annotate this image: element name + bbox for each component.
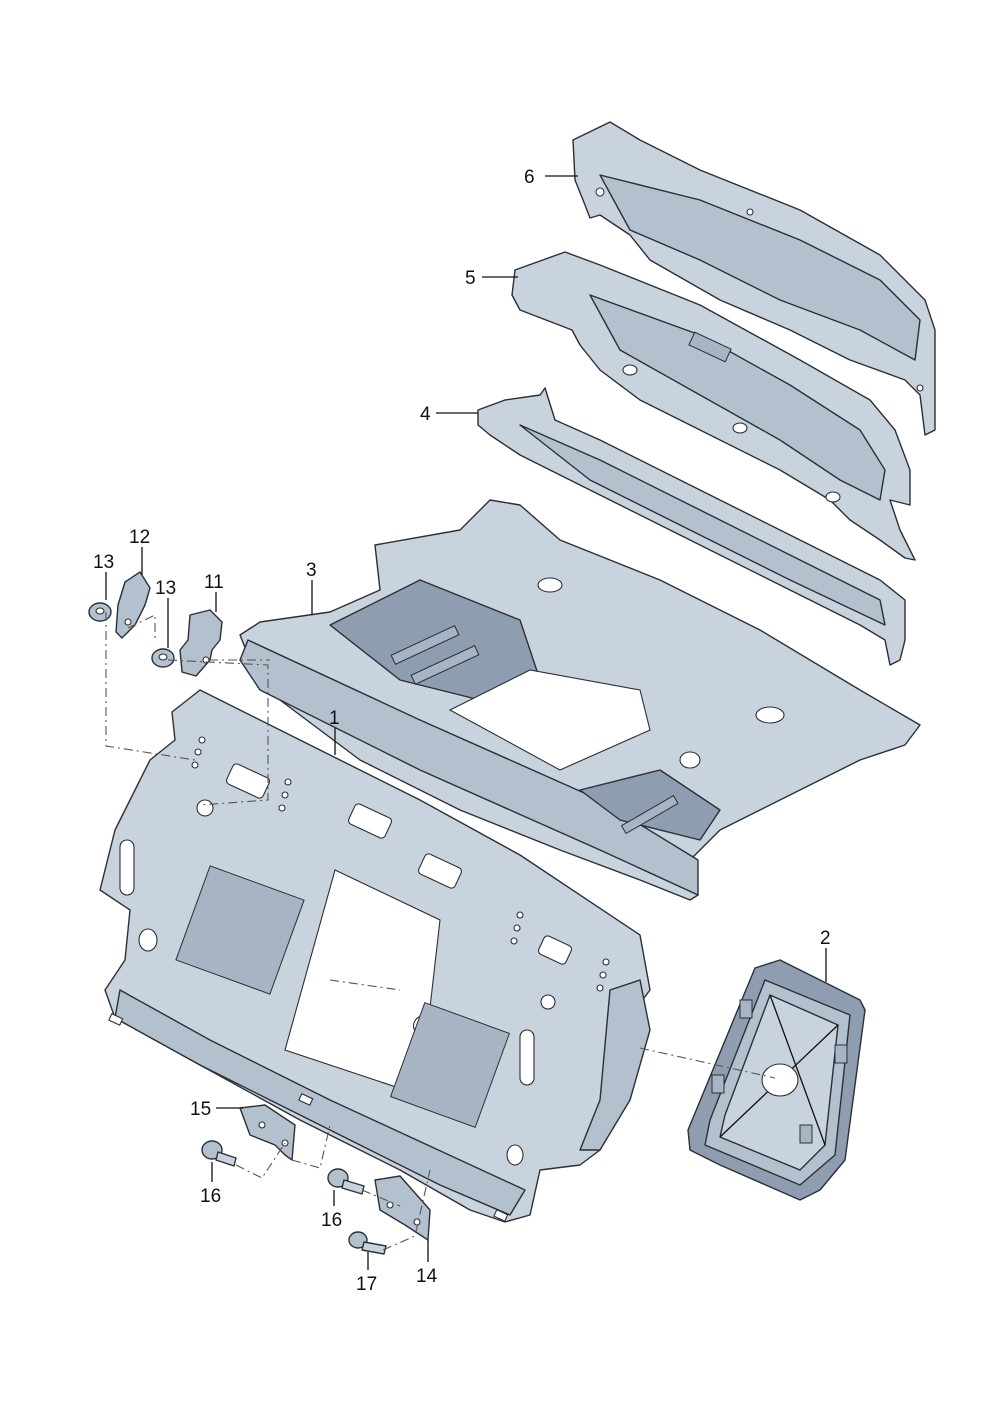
part-15-bracket <box>239 1104 296 1161</box>
callout-16-right: 16 <box>321 1210 342 1231</box>
callout-5: 5 <box>465 268 476 289</box>
callout-13-left: 13 <box>93 552 114 573</box>
assembly-lines <box>105 612 776 1251</box>
callout-17: 17 <box>356 1274 377 1295</box>
part-13-nut-b <box>151 648 175 668</box>
callout-12: 12 <box>129 527 150 548</box>
part-16-bolt-a <box>201 1140 237 1167</box>
part-13-nut-a <box>88 602 112 622</box>
part-3-floor-cross-member <box>239 499 921 901</box>
callout-2: 2 <box>820 928 831 949</box>
callout-16-left: 16 <box>200 1186 221 1207</box>
callout-11: 11 <box>204 572 224 593</box>
callout-14: 14 <box>416 1266 438 1287</box>
part-6-upper-cross-member <box>572 121 936 436</box>
part-4-cross-strut <box>477 387 906 666</box>
callout-13-right: 13 <box>155 578 176 599</box>
leader-lines <box>105 175 827 1270</box>
callout-4: 4 <box>420 404 431 425</box>
callout-15: 15 <box>190 1099 211 1120</box>
part-2-cover-plate <box>687 959 866 1201</box>
callout-3: 3 <box>306 560 317 581</box>
callout-labels: 6 5 4 3 1 2 11 12 13 13 15 16 16 17 14 <box>93 167 831 1295</box>
part-11-bracket <box>179 609 223 677</box>
callout-1: 1 <box>329 708 340 729</box>
part-17-bolt <box>348 1231 387 1255</box>
part-5-rear-panel-upper <box>511 251 916 561</box>
panel-slot-holes <box>191 736 610 992</box>
part-1-rear-panel <box>99 689 651 1223</box>
callout-6: 6 <box>524 167 535 188</box>
part-16-bolt-b <box>327 1168 365 1195</box>
part-12-bracket <box>115 571 151 639</box>
